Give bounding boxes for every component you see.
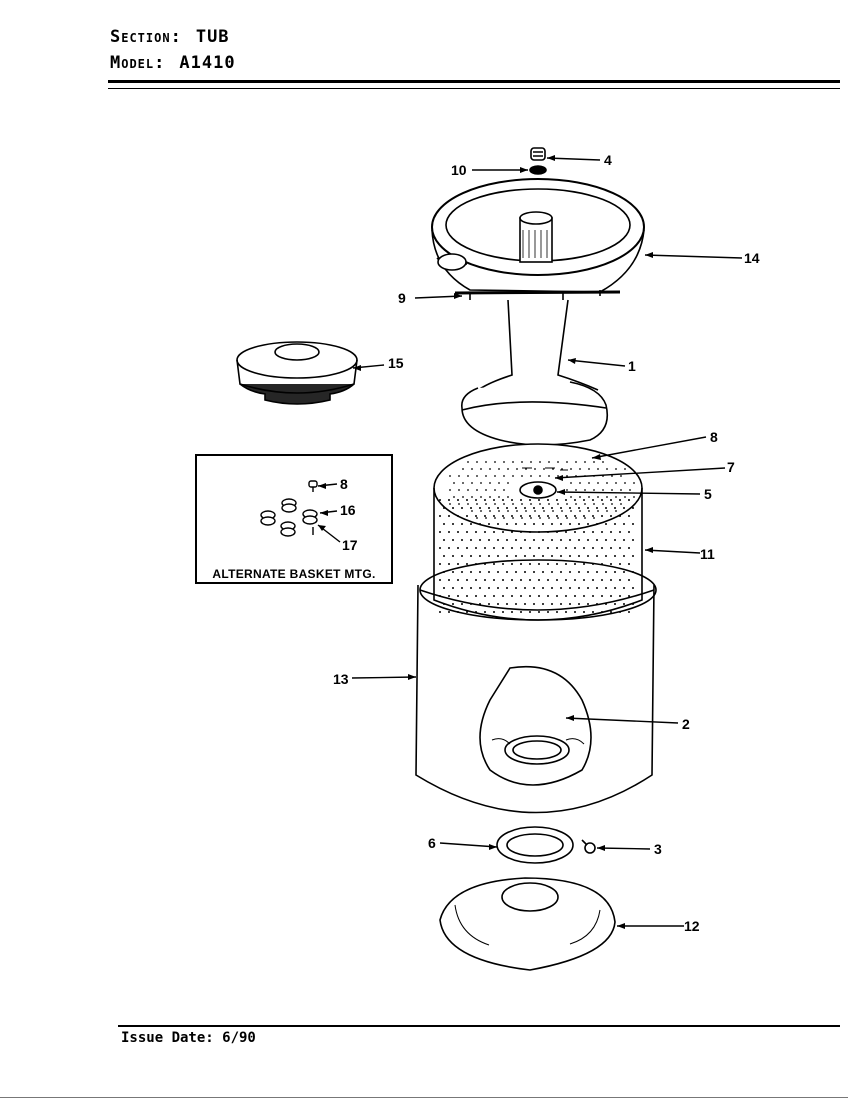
callout-1: 1 bbox=[628, 358, 636, 374]
model-value: A1410 bbox=[179, 53, 236, 73]
callout-leaders bbox=[317, 157, 743, 927]
part-tub-ring bbox=[431, 178, 645, 300]
callout-16: 16 bbox=[340, 502, 356, 518]
callout-12: 12 bbox=[684, 918, 700, 934]
callout-15: 15 bbox=[388, 355, 404, 371]
callout-7: 7 bbox=[727, 459, 735, 475]
inset-caption: ALTERNATE BASKET MTG. bbox=[212, 567, 376, 581]
alternate-basket-inset: ALTERNATE BASKET MTG. bbox=[195, 454, 393, 584]
section-title: Section: TUB bbox=[110, 27, 230, 47]
callout-13: 13 bbox=[333, 671, 349, 687]
callout-10: 10 bbox=[451, 162, 467, 178]
part-outer-tub bbox=[415, 559, 657, 814]
section-label: Section: bbox=[110, 27, 182, 47]
part-softener-cap bbox=[236, 341, 358, 405]
callout-8-inset: 8 bbox=[340, 476, 348, 492]
callout-5: 5 bbox=[704, 486, 712, 502]
footer-rule bbox=[118, 1025, 840, 1027]
callout-11: 11 bbox=[700, 546, 715, 562]
callout-9: 9 bbox=[398, 290, 406, 306]
part-washer bbox=[529, 165, 547, 175]
callout-4: 4 bbox=[604, 152, 612, 168]
callout-14: 14 bbox=[744, 250, 760, 266]
part-tub-bottom bbox=[439, 877, 616, 971]
callout-8: 8 bbox=[710, 429, 718, 445]
basket-perforations bbox=[439, 461, 635, 613]
callout-17: 17 bbox=[342, 537, 358, 553]
part-agitator bbox=[461, 299, 609, 446]
inset-parts bbox=[260, 480, 318, 537]
header-rule-thick bbox=[108, 80, 840, 83]
part-screw bbox=[581, 839, 596, 854]
part-seal-ring bbox=[496, 826, 574, 864]
part-cap bbox=[530, 147, 546, 161]
model-title: Model: A1410 bbox=[110, 53, 236, 73]
issue-date: Issue Date: 6/90 bbox=[121, 1030, 256, 1046]
leader-arrowheads bbox=[318, 155, 653, 929]
model-label: Model: bbox=[110, 53, 166, 73]
callout-2: 2 bbox=[682, 716, 690, 732]
header-rule-thin bbox=[108, 88, 840, 89]
callout-3: 3 bbox=[654, 841, 662, 857]
page-bottom-rule bbox=[0, 1097, 848, 1098]
callout-labels: 4 10 14 9 15 1 8 7 5 11 13 2 6 3 12 8 16… bbox=[333, 152, 760, 934]
section-value: TUB bbox=[195, 27, 230, 47]
callout-6: 6 bbox=[428, 835, 436, 851]
